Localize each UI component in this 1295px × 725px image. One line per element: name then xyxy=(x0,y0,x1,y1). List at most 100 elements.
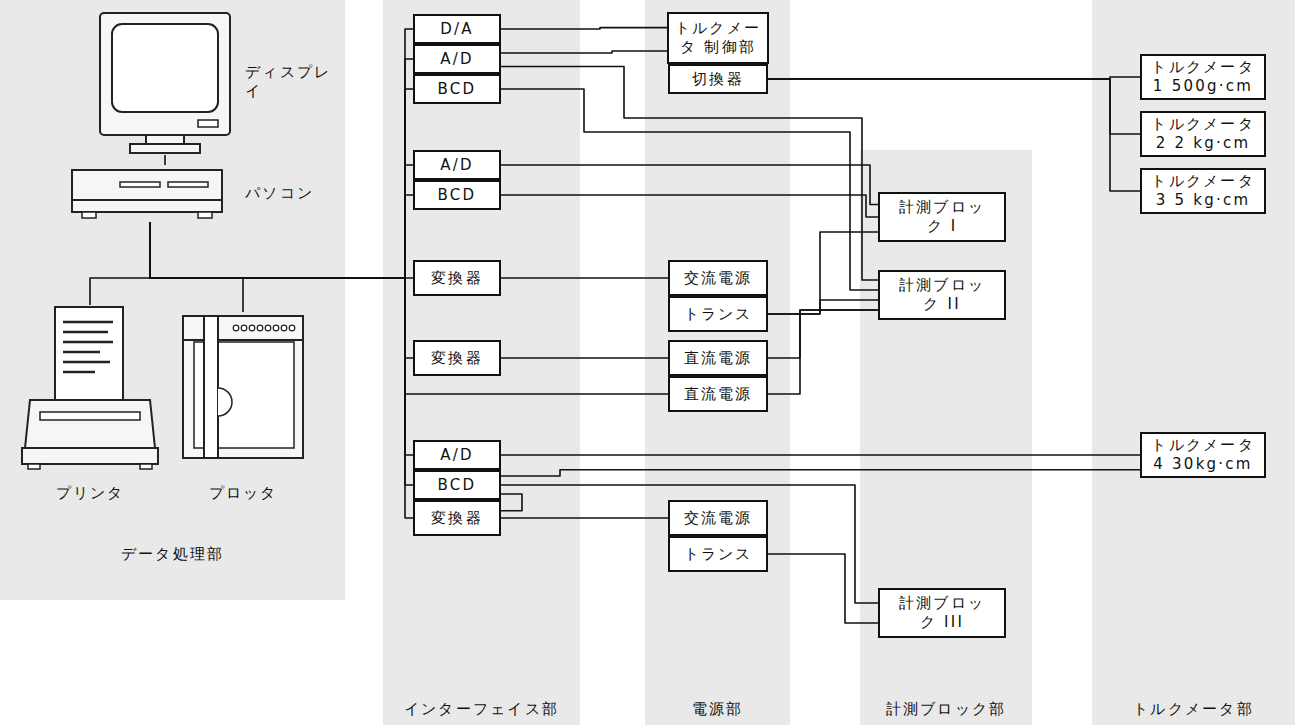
connector-line xyxy=(501,28,667,29)
connector-line xyxy=(501,357,668,359)
process-box: D/A xyxy=(413,14,501,44)
box-label: 変換器 xyxy=(431,269,483,288)
process-box: トランス xyxy=(668,296,768,332)
plotter-illustration xyxy=(183,316,303,458)
device-figure: パソコン xyxy=(60,165,340,222)
process-box: トルクメータ2 2 kg·cm xyxy=(1140,111,1266,157)
process-box: A/D xyxy=(413,150,501,180)
box-label: BCD xyxy=(438,186,477,205)
device-label: パソコン xyxy=(245,184,314,203)
connector-line xyxy=(150,222,413,518)
section-label: 電源部 xyxy=(692,700,744,719)
connector-line xyxy=(501,277,668,279)
process-box: トルクメータ4 30kg·cm xyxy=(1140,432,1266,478)
process-box: A/D xyxy=(413,44,501,74)
pc-illustration xyxy=(72,170,222,218)
connector-line xyxy=(501,454,1140,456)
connector-line xyxy=(768,310,878,394)
process-box: 直流電源 xyxy=(668,376,768,412)
box-label: BCD xyxy=(438,80,477,99)
process-box: 直流電源 xyxy=(668,340,768,376)
box-label: 計測ブロック III xyxy=(895,594,990,632)
box-label: 変換器 xyxy=(431,349,483,368)
section-label: データ処理部 xyxy=(121,545,225,564)
connector-line xyxy=(768,554,878,623)
section-band: D/AA/DBCDA/DBCD変換器変換器A/DBCD変換器インターフェイス部 xyxy=(383,0,580,725)
process-box: 交流電源 xyxy=(668,260,768,296)
box-label: 直流電源 xyxy=(684,349,753,368)
connector-line xyxy=(150,222,413,455)
box-label: トルクメータ 制御部 xyxy=(673,19,763,57)
process-box: BCD xyxy=(413,180,501,210)
section-band: 計測ブロック I 計測ブロック II 計測ブロック III 計測ブロック部 xyxy=(860,150,1032,725)
band-fill xyxy=(645,0,790,725)
device-label: プロッタ xyxy=(209,484,278,503)
box-label: 計測ブロック I xyxy=(895,198,990,236)
box-label: 変換器 xyxy=(431,509,483,528)
connector-line xyxy=(150,222,413,358)
band-fill xyxy=(1092,0,1295,725)
process-box: 計測ブロック II xyxy=(878,270,1006,320)
device-label: ディスプレイ xyxy=(245,63,340,101)
box-label: トルクメータ1 500g·cm xyxy=(1148,58,1258,96)
section-band: トルクメータ1 500g·cm トルクメータ2 2 kg·cm トルクメータ3 5 … xyxy=(1092,0,1295,725)
process-box: トルクメータ1 500g·cm xyxy=(1140,54,1266,100)
connector-line xyxy=(501,195,878,217)
device-figure: プリンタ xyxy=(15,305,165,505)
connector-line xyxy=(150,29,413,278)
process-box: 計測ブロック III xyxy=(878,588,1006,638)
connector-line xyxy=(501,67,878,281)
process-box: BCD xyxy=(413,74,501,104)
connector-line xyxy=(150,222,668,394)
connector-line xyxy=(768,300,878,314)
band-fill xyxy=(0,0,345,600)
connector-line xyxy=(501,517,668,519)
connector-line xyxy=(768,310,878,358)
display-illustration xyxy=(100,13,230,153)
process-box: A/D xyxy=(413,440,501,470)
process-box: トルクメータ 制御部 xyxy=(667,12,769,64)
box-label: BCD xyxy=(438,476,477,495)
connector-line xyxy=(150,222,413,278)
section-band: トルクメータ 制御部切換器交流電源トランス直流電源直流電源交流電源トランス電源部 xyxy=(645,0,790,725)
device-label: プリンタ xyxy=(56,484,125,503)
section-label: トルクメータ部 xyxy=(1133,700,1254,719)
box-label: トルクメータ4 30kg·cm xyxy=(1148,436,1258,474)
connector-line xyxy=(501,494,522,511)
device-figure: ディスプレイ xyxy=(90,8,340,155)
connector-line xyxy=(768,79,1140,191)
connector-line xyxy=(90,222,150,305)
process-box: トランス xyxy=(668,536,768,572)
band-fill xyxy=(383,0,580,725)
connector-line xyxy=(150,222,243,312)
process-box: 切換器 xyxy=(668,64,768,94)
connector-line xyxy=(768,79,1140,134)
box-label: 交流電源 xyxy=(684,269,753,288)
process-box: 変換器 xyxy=(413,500,501,536)
connector-line xyxy=(150,89,413,278)
section-label: 計測ブロック部 xyxy=(886,700,1007,719)
process-box: トルクメータ3 5 kg·cm xyxy=(1140,168,1266,214)
section-label: インターフェイス部 xyxy=(404,700,559,719)
box-label: 計測ブロック II xyxy=(895,276,990,314)
connector-line xyxy=(150,195,413,278)
box-label: A/D xyxy=(440,446,474,465)
process-box: 変換器 xyxy=(413,260,501,296)
connector-line xyxy=(150,59,413,278)
connector-line xyxy=(150,222,413,485)
process-box: 変換器 xyxy=(413,340,501,376)
process-box: 交流電源 xyxy=(668,500,768,536)
connector-line xyxy=(768,232,878,314)
connector-line xyxy=(501,470,1140,476)
box-label: 切換器 xyxy=(692,70,744,89)
connector-line xyxy=(150,165,413,278)
section-band: ディスプレイパソコンプリンタ プロッタデータ処理部 xyxy=(0,0,345,600)
box-label: A/D xyxy=(440,50,474,69)
connector-line xyxy=(164,155,166,165)
box-label: A/D xyxy=(440,156,474,175)
box-label: トルクメータ2 2 kg·cm xyxy=(1148,115,1258,153)
